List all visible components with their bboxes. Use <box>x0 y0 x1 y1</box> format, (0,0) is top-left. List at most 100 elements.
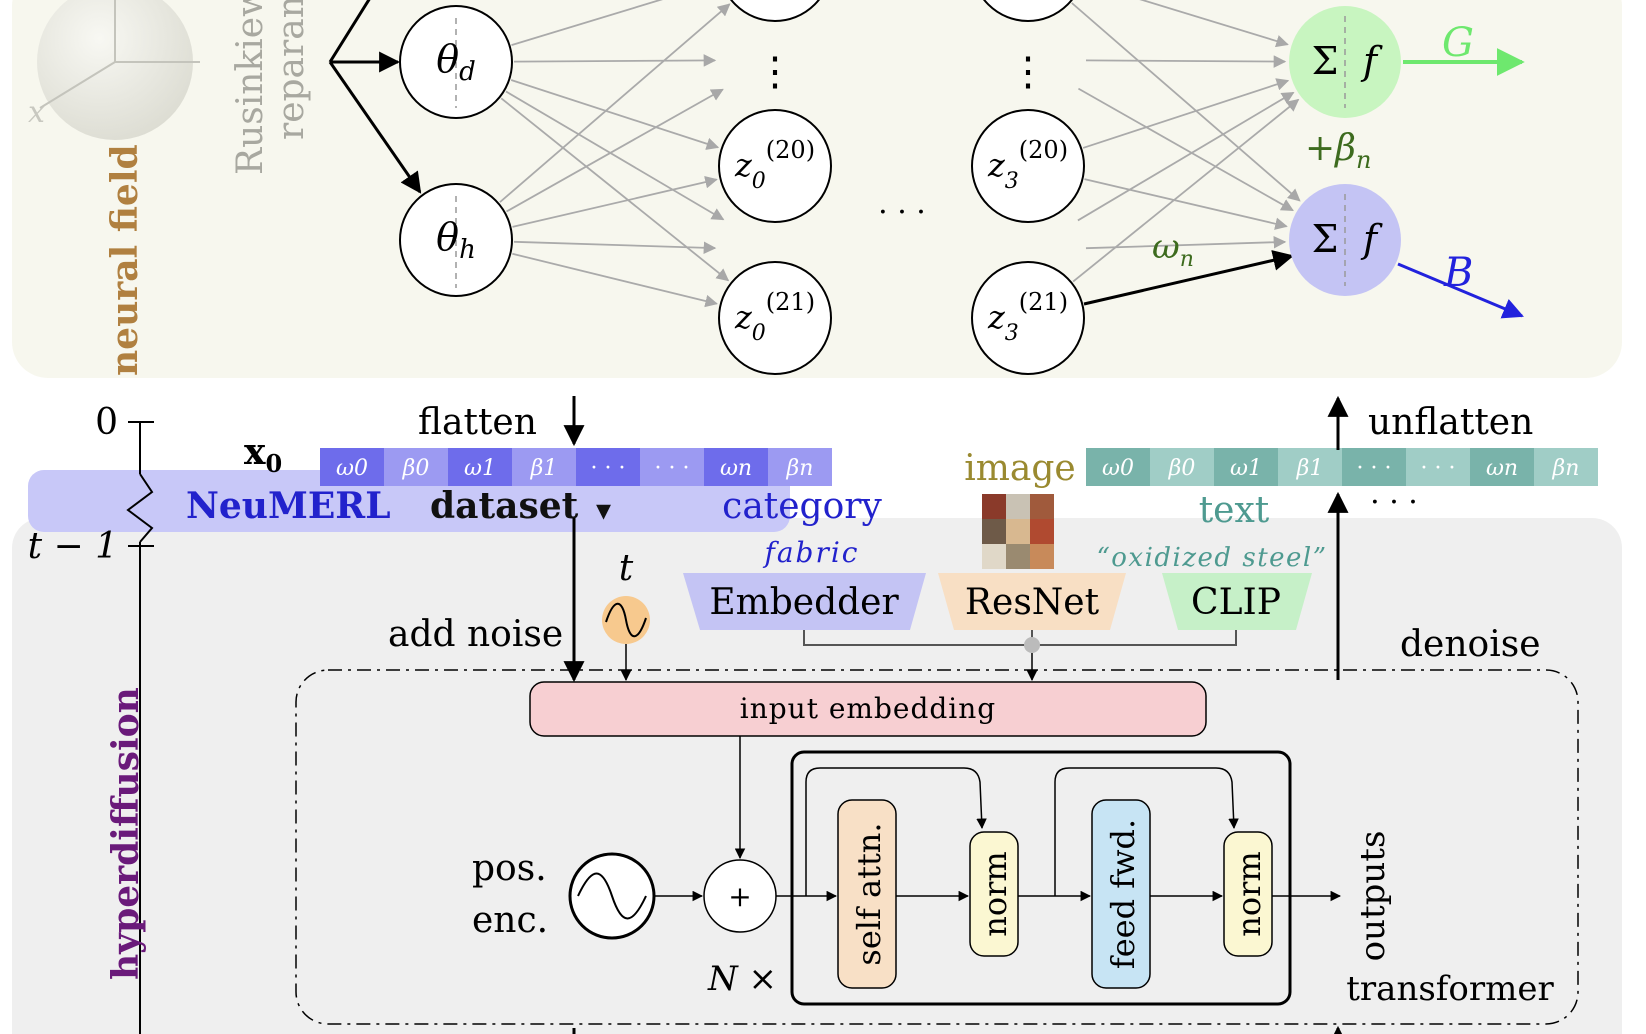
param-cell-2 <box>1214 448 1278 486</box>
denoise-label: denoise <box>1400 624 1541 665</box>
dataset-suffix: dataset <box>430 485 579 527</box>
hdots-hidden: · · · <box>878 195 926 230</box>
self-attn-label: self attn. <box>850 822 888 965</box>
image-tile-6 <box>982 544 1006 569</box>
image-tile-7 <box>1006 544 1030 569</box>
param-cell-5 <box>1406 448 1470 486</box>
input-embedding-box <box>529 681 1207 737</box>
timeline-axis <box>126 421 154 1034</box>
text-label: text <box>1199 490 1270 531</box>
image-tile-2 <box>1030 494 1054 519</box>
output-g-label: G <box>1442 20 1474 66</box>
x0-label: x0 <box>244 431 282 478</box>
image-tile-0 <box>982 494 1006 519</box>
param-cell-label-7: βn <box>786 456 814 481</box>
pos-enc-label-1: pos. <box>472 848 547 889</box>
node-z0-21: z0(21) <box>718 261 832 375</box>
category-value: fabric <box>762 536 859 569</box>
bias-label: +βn <box>1305 128 1371 174</box>
network-edge-12 <box>1082 78 1290 149</box>
param-cell-label-1: β0 <box>1168 456 1196 481</box>
param-cell-7 <box>768 448 832 486</box>
residual-1 <box>805 767 987 896</box>
network-edge-2 <box>500 97 730 282</box>
image-tile-1 <box>1006 494 1030 519</box>
hyperdiffusion-panel <box>12 518 1622 1034</box>
output-node-b: Σ f <box>1289 184 1401 296</box>
param-cell-label-5: · · · <box>655 456 690 481</box>
material-image-thumbnail <box>982 494 1054 569</box>
clip-label: CLIP <box>1191 582 1281 623</box>
norm-block-2 <box>1223 831 1273 957</box>
pos-enc-label-2: enc. <box>472 900 548 941</box>
image-tile-3 <box>982 519 1006 544</box>
axis-x-label: x <box>28 95 45 130</box>
network-edge-16 <box>1077 87 1294 212</box>
param-cell-1 <box>1150 448 1214 486</box>
norm-block-1 <box>969 831 1019 957</box>
merge-dot <box>1024 637 1040 653</box>
network-edge-18 <box>1085 235 1287 250</box>
param-cell-6 <box>1470 448 1534 486</box>
node-theta-h: θh <box>399 183 513 297</box>
rusinkiewicz-label: Rusinkiew <box>230 0 271 175</box>
svg-text:Σ: Σ <box>1312 39 1339 83</box>
network-edge-8 <box>506 88 724 213</box>
node-z3-20: z3(20) <box>971 109 1085 223</box>
add-noise-label: add noise <box>388 614 563 655</box>
positional-encoding-icon <box>568 852 656 940</box>
node-z3-21: z3(21) <box>971 261 1085 375</box>
transformer-block <box>790 750 1292 1006</box>
param-cell-3 <box>1278 448 1342 486</box>
svg-text:θd: θd <box>436 37 476 87</box>
clip-box <box>1162 573 1312 630</box>
feed-fwd-block <box>1091 799 1151 989</box>
node-top-partial-left <box>730 0 820 22</box>
network-edge-1 <box>510 79 720 150</box>
node-theta-d: θd <box>399 5 513 119</box>
flatten-label: flatten <box>418 402 537 443</box>
dataset-name: NeuMERL <box>186 485 391 527</box>
network-edge-3 <box>499 3 731 203</box>
output-b-label: B <box>1443 250 1473 296</box>
dataset-dropdown-caret[interactable]: ▾ <box>596 493 611 528</box>
image-label: image <box>964 448 1075 489</box>
param-cell-label-0: ω0 <box>1102 456 1134 481</box>
more-conditions: · · · <box>1370 485 1418 520</box>
param-cell-2 <box>448 448 512 486</box>
network-edge-4 <box>512 175 718 228</box>
svg-text:Σ: Σ <box>1312 217 1339 261</box>
network-edge-10 <box>1139 0 1289 48</box>
embedder-box <box>683 573 926 630</box>
timeline-t0-label: 0 <box>95 402 118 443</box>
param-cell-label-2: ω1 <box>1230 456 1262 481</box>
param-cell-label-1: β0 <box>402 456 430 481</box>
param-cell-0 <box>320 448 384 486</box>
network-edge-7 <box>505 90 725 221</box>
param-cell-label-0: ω0 <box>336 456 368 481</box>
n-times-label: N × <box>707 959 777 999</box>
output-node-g: Σ f <box>1289 6 1401 118</box>
hyperdiffusion-label: hyperdiffusion <box>105 687 147 980</box>
outputs-label: outputs <box>1353 831 1393 962</box>
residual-2 <box>1054 767 1239 896</box>
network-edge-6 <box>513 54 717 67</box>
network-edge-9 <box>513 240 717 255</box>
norm-label-2: norm <box>1230 851 1268 937</box>
param-cell-3 <box>512 448 576 486</box>
self-attn-block <box>837 799 897 989</box>
timestep-embedding-icon <box>602 596 650 644</box>
unflatten-label: unflatten <box>1368 402 1533 443</box>
transformer-label: transformer <box>1346 969 1554 1009</box>
network-edge-17 <box>1077 91 1295 222</box>
param-cell-label-4: · · · <box>591 456 626 481</box>
image-tile-4 <box>1006 519 1030 544</box>
network-edge-11 <box>1071 2 1301 202</box>
param-cell-0 <box>1086 448 1150 486</box>
output-b-arrow <box>1397 262 1524 319</box>
param-cell-label-6: ωn <box>1486 456 1518 481</box>
image-tile-8 <box>1030 544 1054 569</box>
